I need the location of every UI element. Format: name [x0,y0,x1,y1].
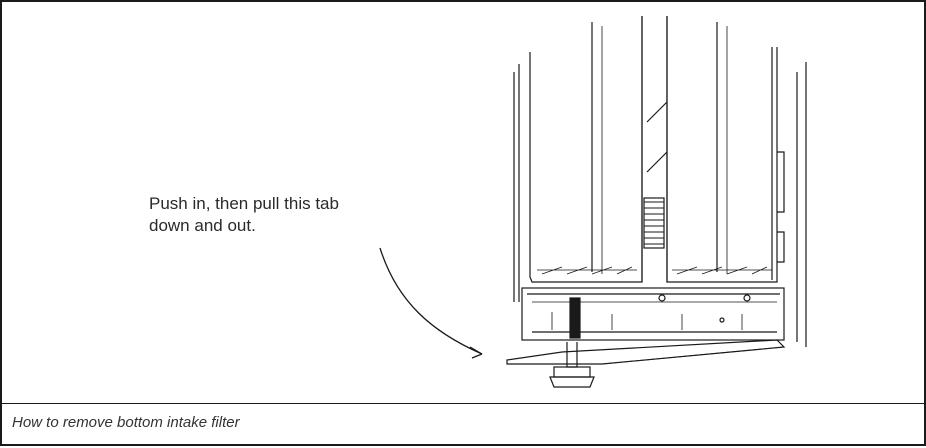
filter-unit-drawing [379,16,807,388]
callout-instruction-text: Push in, then pull this tab down and out… [149,194,339,235]
figure-illustration-area: Push in, then pull this tab down and out… [2,2,924,404]
figure-caption: How to remove bottom intake filter [12,414,240,431]
